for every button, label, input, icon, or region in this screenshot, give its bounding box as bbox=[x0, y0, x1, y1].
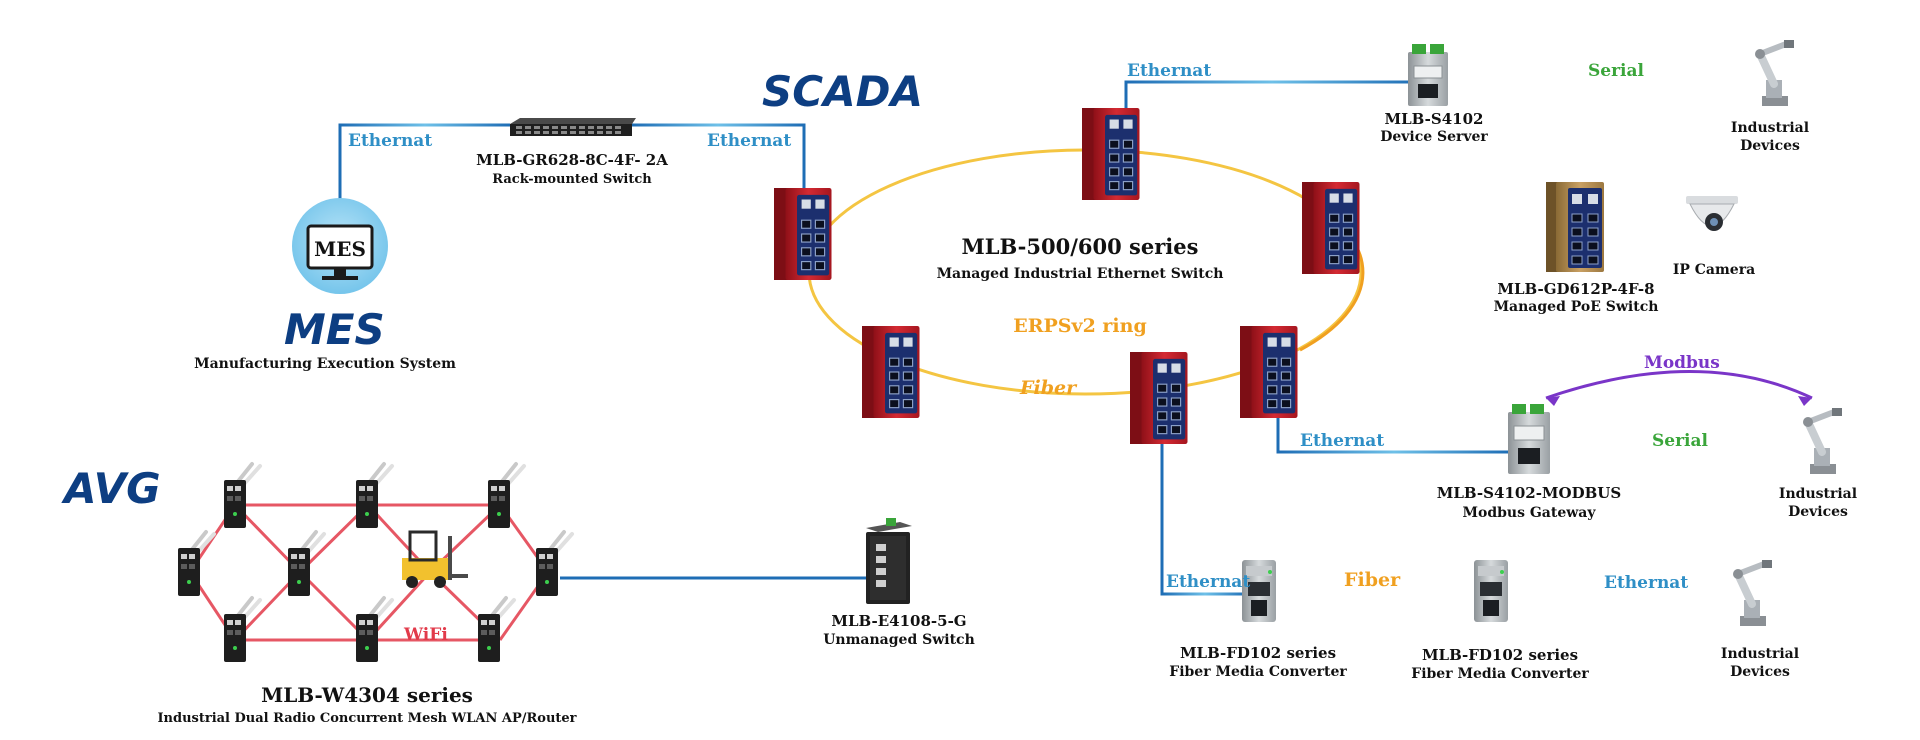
wlan-ap-icon bbox=[354, 596, 394, 664]
devices-label: Devices bbox=[1740, 138, 1800, 154]
devices-label: Devices bbox=[1788, 504, 1848, 520]
e4108-subtitle: Unmanaged Switch bbox=[823, 632, 975, 648]
mes-caption: Manufacturing Execution System bbox=[194, 356, 456, 372]
industrial-switch-icon bbox=[1239, 325, 1299, 419]
link-label-ethernet: Ethernat bbox=[1127, 61, 1211, 81]
wifi-label: WiFi bbox=[403, 625, 448, 645]
link-label-ethernet: Ethernat bbox=[348, 131, 432, 151]
ring-title: MLB-500/600 series bbox=[962, 234, 1199, 259]
fd102-a-title: MLB-FD102 series bbox=[1180, 644, 1336, 662]
avg-logo: AVG bbox=[61, 464, 161, 513]
modbus-arc bbox=[1545, 370, 1813, 400]
link-label-ethernet: Ethernat bbox=[707, 131, 791, 151]
ip-camera-icon bbox=[1686, 196, 1738, 231]
e4108-title: MLB-E4108-5-G bbox=[831, 612, 966, 630]
wlan-ap-icon bbox=[534, 530, 574, 598]
wlan-ap-icon bbox=[354, 462, 394, 530]
mes-logo: MES bbox=[284, 305, 385, 354]
industrial-label: Industrial bbox=[1779, 486, 1857, 502]
wlan-ap-icon bbox=[286, 530, 326, 598]
poe-title: MLB-GD612P-4F-8 bbox=[1497, 280, 1654, 298]
ethernet-link-scada bbox=[632, 123, 806, 190]
rack-switch-icon bbox=[510, 118, 636, 136]
ethernet-link-modbus-gw bbox=[1276, 412, 1510, 454]
monitor-icon: MES bbox=[292, 198, 388, 294]
link-label-ethernet: Ethernat bbox=[1166, 572, 1250, 592]
wlan-ap-icon bbox=[176, 530, 216, 598]
ethernet-link-fd102 bbox=[1160, 438, 1248, 596]
w4304-title: MLB-W4304 series bbox=[261, 683, 473, 707]
link-label-ethernet: Ethernat bbox=[1300, 431, 1384, 451]
wlan-ap-icon bbox=[222, 462, 262, 530]
ethernet-link-s4102 bbox=[1124, 80, 1418, 110]
rack-switch-title: MLB-GR628-8C-4F- 2A bbox=[476, 151, 668, 169]
s4102-subtitle: Device Server bbox=[1380, 129, 1488, 145]
w4304-subtitle: Industrial Dual Radio Concurrent Mesh WL… bbox=[157, 711, 576, 726]
link-label-serial: Serial bbox=[1652, 431, 1709, 451]
ring-fiber-label: Fiber bbox=[1019, 377, 1078, 399]
robot-arm-icon bbox=[1803, 408, 1842, 474]
modbus-gw-subtitle: Modbus Gateway bbox=[1462, 505, 1596, 521]
device-server-icon bbox=[1508, 404, 1550, 474]
ip-camera-label: IP Camera bbox=[1673, 262, 1755, 278]
modbus-gw-title: MLB-S4102-MODBUS bbox=[1437, 484, 1621, 502]
poe-subtitle: Managed PoE Switch bbox=[1494, 299, 1659, 315]
robot-arm-icon bbox=[1755, 40, 1794, 106]
devices-label: Devices bbox=[1730, 664, 1790, 680]
fd102-b-subtitle: Fiber Media Converter bbox=[1411, 666, 1589, 682]
industrial-label: Industrial bbox=[1721, 646, 1799, 662]
wlan-ap-icon bbox=[486, 462, 526, 530]
industrial-label: Industrial bbox=[1731, 120, 1809, 136]
wlan-ap-icon bbox=[222, 596, 262, 664]
unmanaged-switch-icon bbox=[866, 518, 912, 604]
industrial-switch-icon bbox=[773, 187, 833, 281]
fd102-b-title: MLB-FD102 series bbox=[1422, 646, 1578, 664]
industrial-switch-icon bbox=[1301, 181, 1361, 275]
link-label-serial: Serial bbox=[1588, 61, 1645, 81]
fd102-a-subtitle: Fiber Media Converter bbox=[1169, 664, 1347, 680]
poe-switch-icon bbox=[1546, 182, 1604, 272]
ring-name: ERPSv2 ring bbox=[1013, 315, 1146, 337]
industrial-switch-icon bbox=[1129, 351, 1189, 445]
ethernet-link-mes bbox=[338, 123, 510, 200]
mes-screen-label: MES bbox=[314, 237, 366, 261]
scada-logo: SCADA bbox=[762, 67, 923, 116]
rack-switch-subtitle: Rack-mounted Switch bbox=[492, 172, 652, 187]
industrial-switch-icon bbox=[1081, 107, 1141, 201]
link-label-modbus: Modbus bbox=[1644, 353, 1720, 373]
forklift-icon bbox=[402, 530, 468, 588]
device-server-icon bbox=[1408, 44, 1448, 106]
link-label-fiber: Fiber bbox=[1344, 569, 1401, 591]
industrial-switch-icon bbox=[861, 325, 921, 419]
ring-subtitle: Managed Industrial Ethernet Switch bbox=[937, 266, 1224, 282]
s4102-title: MLB-S4102 bbox=[1385, 110, 1484, 128]
link-label-ethernet: Ethernat bbox=[1604, 573, 1688, 593]
media-converter-icon bbox=[1474, 560, 1508, 622]
